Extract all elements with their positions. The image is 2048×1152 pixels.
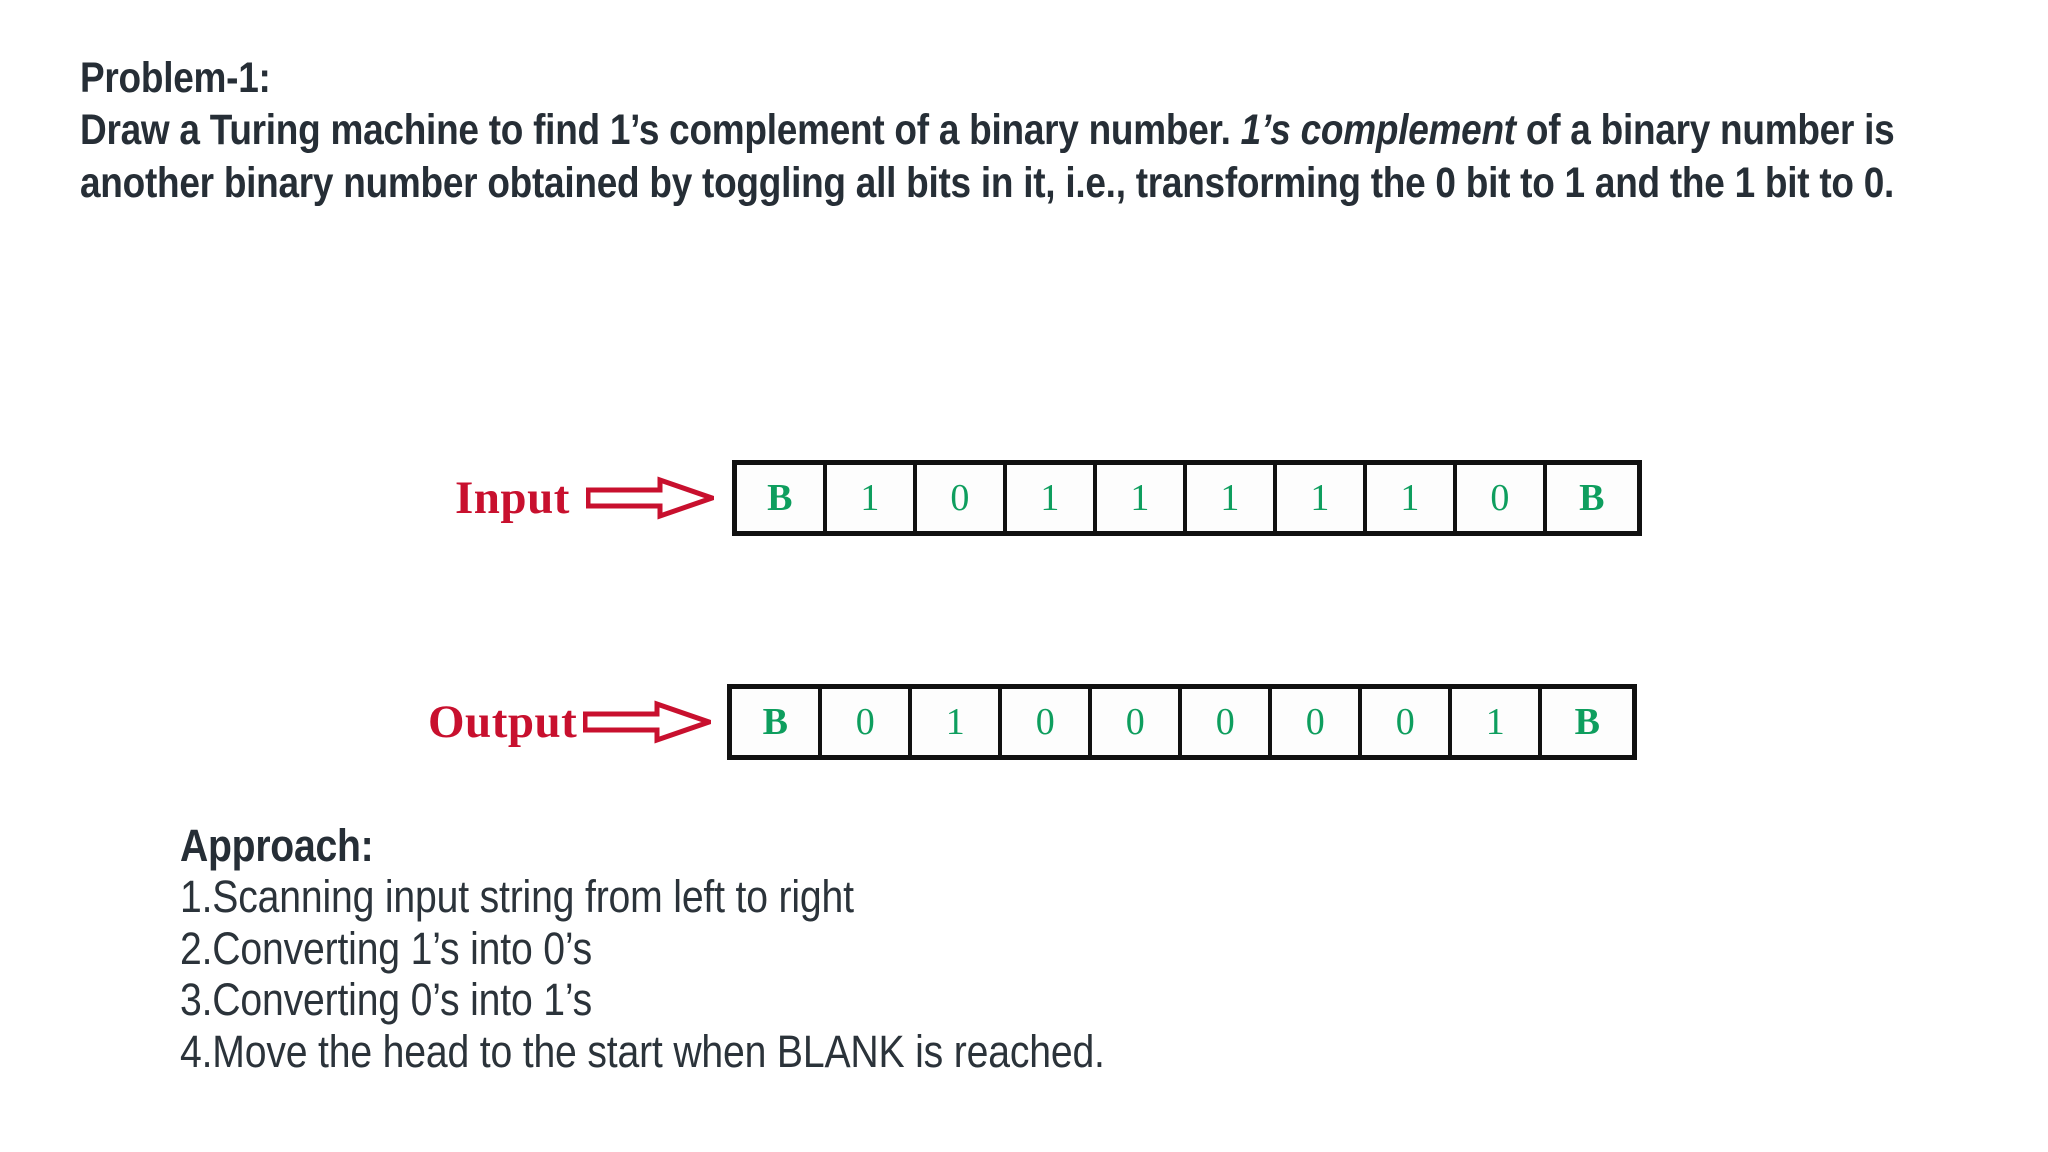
approach-item-2: 2.Converting 1’s into 0’s — [180, 922, 593, 974]
output-cell-8: 1 — [1452, 689, 1543, 755]
input-cell-7: 1 — [1366, 465, 1457, 531]
problem-description-emphasis: 1’s complement — [1240, 106, 1516, 155]
input-cell-4: 1 — [1096, 465, 1187, 531]
input-cell-6: 1 — [1276, 465, 1367, 531]
input-label: Input — [455, 471, 570, 524]
output-cell-7: 0 — [1362, 689, 1453, 755]
input-cell-3: 1 — [1006, 465, 1097, 531]
input-cell-0: B — [736, 465, 827, 531]
input-cell-8: 0 — [1456, 465, 1547, 531]
problem-description-part-1: Draw a Turing machine to find 1’s comple… — [80, 106, 1241, 155]
approach-block: Approach: 1.Scanning input string from l… — [180, 820, 1880, 1077]
input-tape: B 1 0 1 1 1 1 1 0 B — [731, 460, 1642, 536]
problem-statement-block: Problem-1: Draw a Turing machine to find… — [80, 52, 1980, 209]
input-tape-diagram: Input B 1 0 1 1 1 1 1 0 B — [455, 460, 1642, 536]
output-tape-diagram: Output B 0 1 0 0 0 0 0 1 B — [428, 684, 1638, 760]
right-block-arrow-icon — [582, 699, 717, 745]
approach-item-3: 3.Converting 0’s into 1’s — [180, 974, 593, 1026]
output-cell-2: 1 — [912, 689, 1003, 755]
problem-description: Draw a Turing machine to find 1’s comple… — [80, 104, 1955, 209]
output-cell-9: B — [1542, 689, 1633, 755]
output-cell-5: 0 — [1182, 689, 1273, 755]
approach-item-4: 4.Move the head to the start when BLANK … — [180, 1025, 1105, 1077]
output-cell-4: 0 — [1092, 689, 1183, 755]
output-cell-1: 0 — [822, 689, 913, 755]
right-block-arrow-icon — [585, 475, 720, 521]
input-cell-5: 1 — [1186, 465, 1277, 531]
input-cell-9: B — [1546, 465, 1637, 531]
problem-description-part-2: of a binary number is another binary num… — [80, 106, 1895, 207]
approach-heading: Approach: — [180, 820, 374, 871]
problem-title: Problem-1: — [80, 54, 271, 102]
output-cell-6: 0 — [1272, 689, 1363, 755]
output-cell-3: 0 — [1002, 689, 1093, 755]
output-cell-0: B — [732, 689, 823, 755]
approach-item-1: 1.Scanning input string from left to rig… — [180, 871, 854, 923]
output-tape: B 0 1 0 0 0 0 0 1 B — [727, 684, 1638, 760]
input-cell-2: 0 — [916, 465, 1007, 531]
output-label: Output — [428, 695, 578, 748]
input-cell-1: 1 — [826, 465, 917, 531]
